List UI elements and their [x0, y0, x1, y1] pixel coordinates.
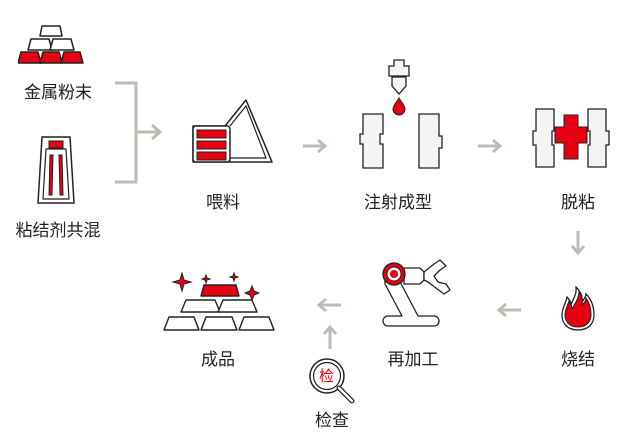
- step-label-debinding: 脱粘: [561, 193, 595, 213]
- arrow-left-2: [316, 297, 341, 313]
- robot-arm-icon: [382, 259, 451, 327]
- feedstock-icon: [192, 99, 273, 163]
- arrow-right-2: [478, 138, 503, 154]
- gold-bars-icon: [18, 25, 84, 64]
- step-label-sintering: 烧结: [561, 350, 595, 370]
- flame-icon: [561, 286, 595, 331]
- arrow-right-1: [303, 138, 328, 154]
- step-label-metal-powder: 金属粉末: [24, 83, 92, 103]
- injection-mold-icon: [359, 59, 443, 169]
- arrow-up: [322, 324, 338, 349]
- step-label-injection: 注射成型: [364, 193, 432, 213]
- binder-container-icon: [37, 136, 75, 204]
- finished-bars-icon: [163, 272, 275, 331]
- step-label-inspection: 检查: [315, 411, 349, 431]
- arrow-left-1: [496, 302, 521, 318]
- arrow-down: [570, 231, 586, 256]
- step-label-reprocess: 再加工: [387, 350, 439, 370]
- debinding-icon: [532, 108, 610, 168]
- step-label-feeding: 喂料: [206, 193, 240, 213]
- step-label-binder-mix: 粘结剂共混: [15, 221, 101, 241]
- inspection-glyph: 检: [319, 367, 335, 385]
- magnifier-icon: 检: [307, 356, 357, 406]
- merge-arrow: [115, 81, 163, 184]
- step-label-finished: 成品: [201, 350, 235, 370]
